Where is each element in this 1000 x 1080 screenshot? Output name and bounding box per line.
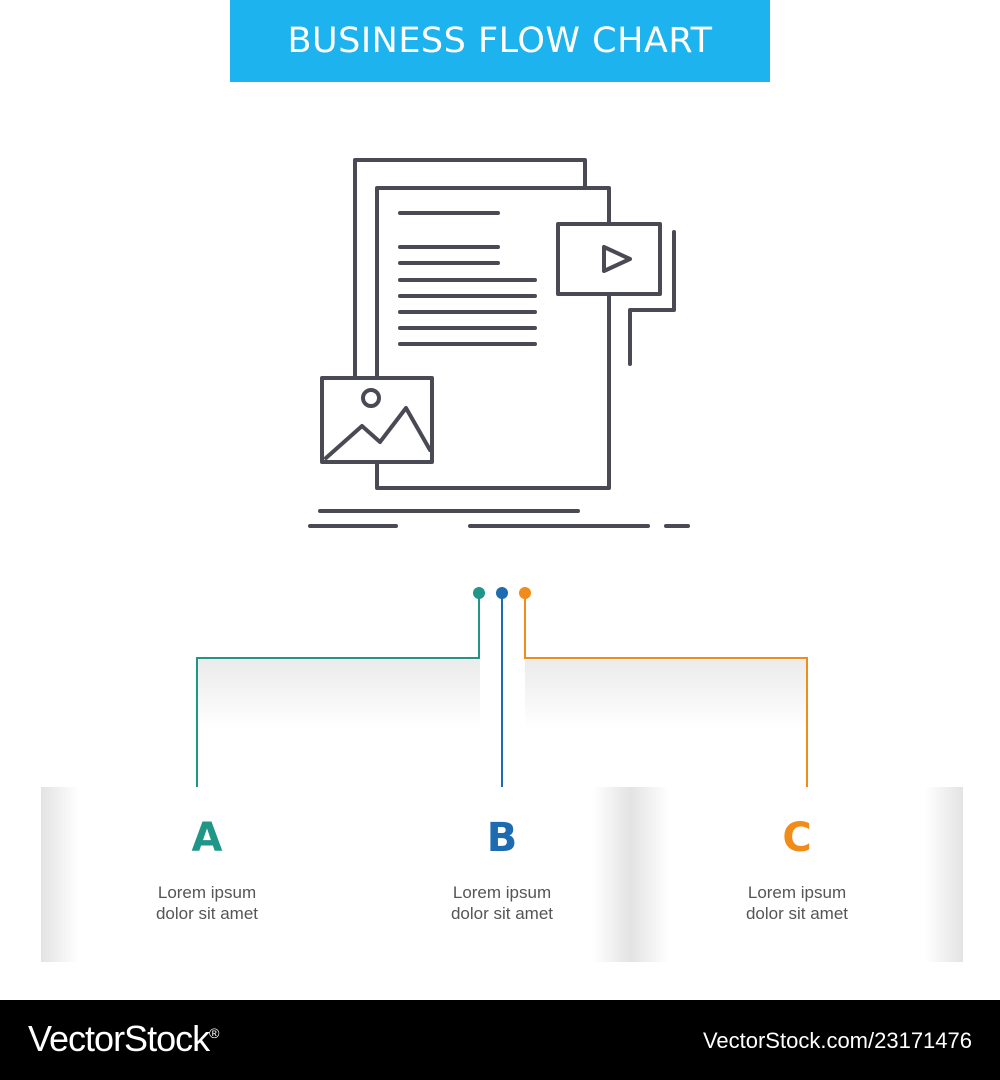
card-c-text: Lorem ipsum dolor sit amet (631, 882, 963, 924)
card-c: C Lorem ipsum dolor sit amet (631, 787, 963, 962)
footer-bar: VectorStock® VectorStock.com/23171476 (0, 1000, 1000, 1080)
connector-line-a (196, 593, 480, 798)
card-b-line2: dolor sit amet (450, 904, 554, 923)
connector-lines (196, 587, 808, 798)
title-banner: BUSINESS FLOW CHART (230, 0, 770, 82)
card-b-line1: Lorem ipsum (452, 883, 552, 902)
card-c-line1: Lorem ipsum (747, 883, 847, 902)
card-a-letter: A (191, 815, 223, 861)
card-b-text: Lorem ipsum dolor sit amet (373, 882, 631, 924)
card-a-line2: dolor sit amet (155, 904, 259, 923)
shadow-band-right (525, 660, 808, 730)
card-a: A Lorem ipsum dolor sit amet (41, 787, 373, 962)
card-a-text: Lorem ipsum dolor sit amet (41, 882, 373, 924)
footer-image-id: VectorStock.com/23171476 (702, 1028, 972, 1053)
document-with-image-and-video-icon (308, 158, 690, 528)
footer-brand: VectorStock® (28, 1018, 219, 1060)
card-b: B Lorem ipsum dolor sit amet (373, 787, 631, 962)
page-title: BUSINESS FLOW CHART (287, 21, 713, 61)
card-c-line2: dolor sit amet (745, 904, 849, 923)
card-b-letter: B (486, 815, 518, 861)
card-c-letter: C (782, 815, 812, 861)
card-a-line1: Lorem ipsum (157, 883, 257, 902)
footer-brand-name: VectorStock (28, 1018, 210, 1059)
shadow-band-left (197, 660, 480, 730)
footer-registered-mark: ® (209, 1025, 219, 1041)
connector-line-c (524, 593, 808, 798)
